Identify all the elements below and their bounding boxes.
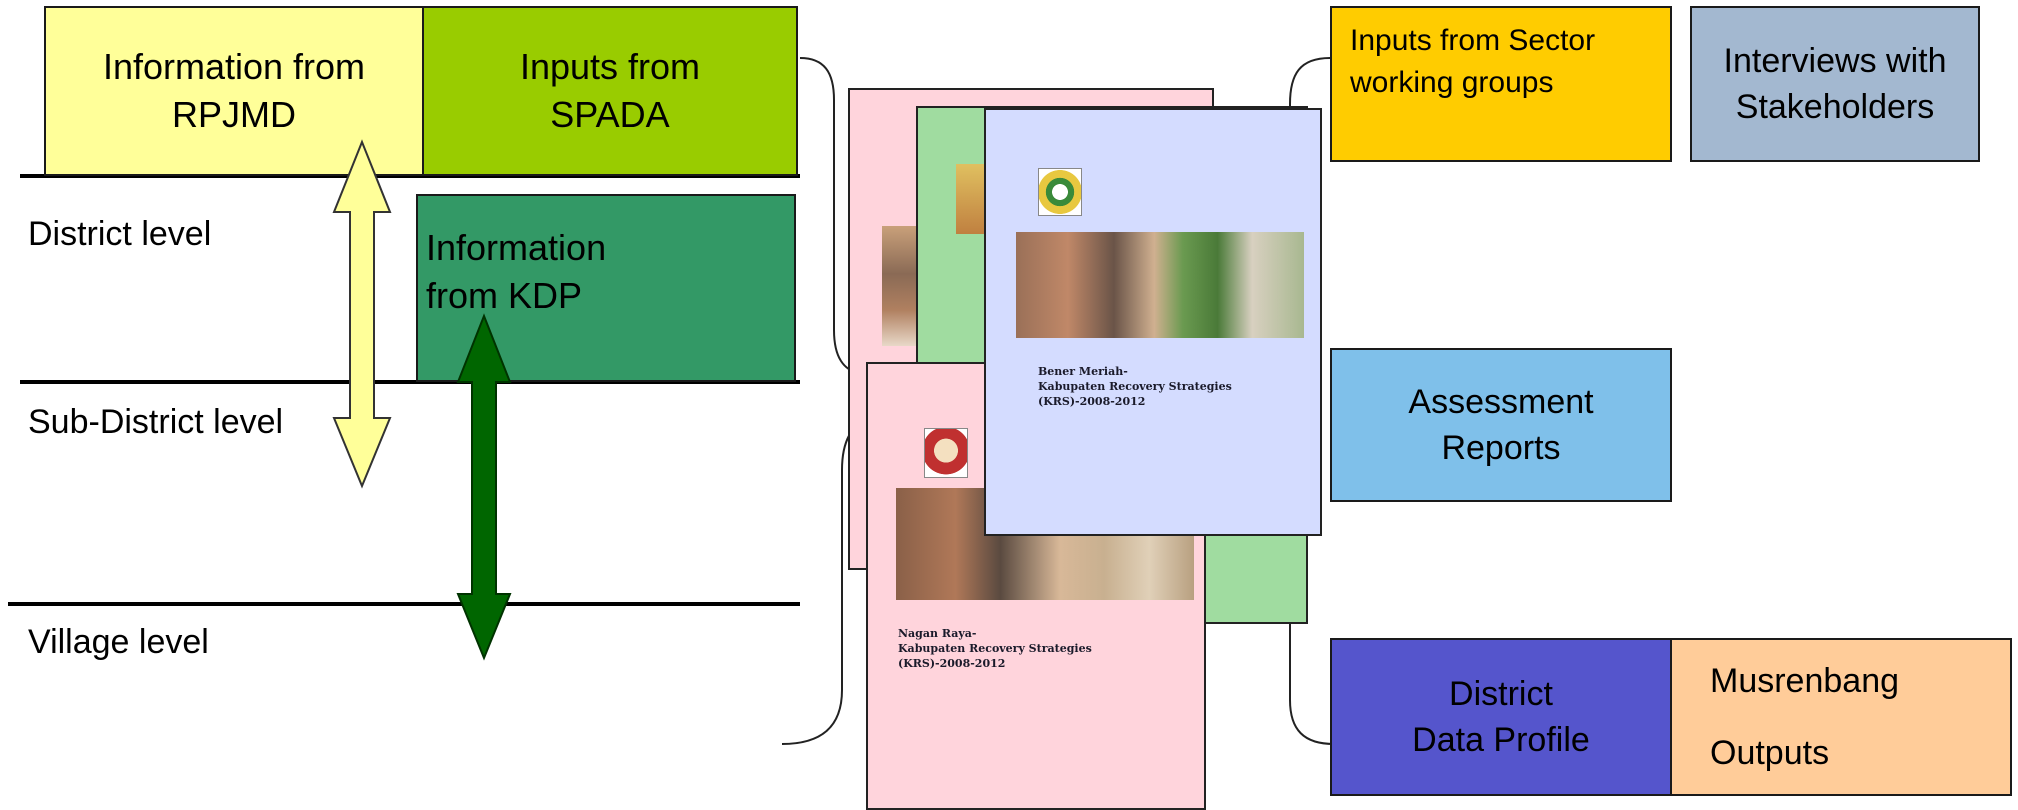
double-headed-arrow-icon xyxy=(332,139,392,489)
rpjmd-box: Information from RPJMD xyxy=(44,6,424,176)
sector-working-groups-box: Inputs from Sector working groups xyxy=(1330,6,1672,162)
district-level-label: District level xyxy=(28,215,212,253)
spada-label: Inputs from SPADA xyxy=(519,46,701,135)
kdp-label: Information from KDP xyxy=(426,227,607,316)
sector-working-groups-label: Inputs from Sector working groups xyxy=(1350,24,1596,99)
nagan-raya-title: Nagan Raya- Kabupaten Recovery Strategie… xyxy=(898,627,1092,670)
double-headed-arrow-icon xyxy=(456,313,512,661)
report-cover-bener-meriah: Bener Meriah- Kabupaten Recovery Strateg… xyxy=(984,108,1322,536)
musrenbang-outputs-box: Musrenbang Outputs xyxy=(1670,638,2012,796)
curly-brace-icon xyxy=(1289,57,1331,108)
cover-photo xyxy=(1016,232,1304,338)
village-level-line xyxy=(8,602,800,606)
curly-brace-icon xyxy=(799,57,861,375)
assessment-reports-label: Assessment Reports xyxy=(1408,383,1594,467)
district-data-profile-label: District Data Profile xyxy=(1412,675,1590,759)
stakeholder-interviews-box: Interviews with Stakeholders xyxy=(1690,6,1980,162)
subdistrict-level-label: Sub-District level xyxy=(28,403,284,441)
rpjmd-label: Information from RPJMD xyxy=(102,46,366,135)
district-data-profile-box: District Data Profile xyxy=(1330,638,1672,796)
spada-box: Inputs from SPADA xyxy=(422,6,798,176)
district-level-line xyxy=(20,174,800,178)
curly-brace-icon xyxy=(1289,620,1335,745)
subdistrict-level-line xyxy=(20,380,800,384)
village-level-label: Village level xyxy=(28,623,209,661)
cover-photo xyxy=(956,164,986,234)
assessment-reports-box: Assessment Reports xyxy=(1330,348,1672,502)
district-seal-icon xyxy=(924,428,968,478)
bener-meriah-title: Bener Meriah- Kabupaten Recovery Strateg… xyxy=(1038,365,1232,408)
musrenbang-outputs-label: Musrenbang Outputs xyxy=(1710,662,1900,772)
stakeholder-interviews-label: Interviews with Stakeholders xyxy=(1723,42,1947,126)
district-seal-icon xyxy=(1038,168,1082,216)
